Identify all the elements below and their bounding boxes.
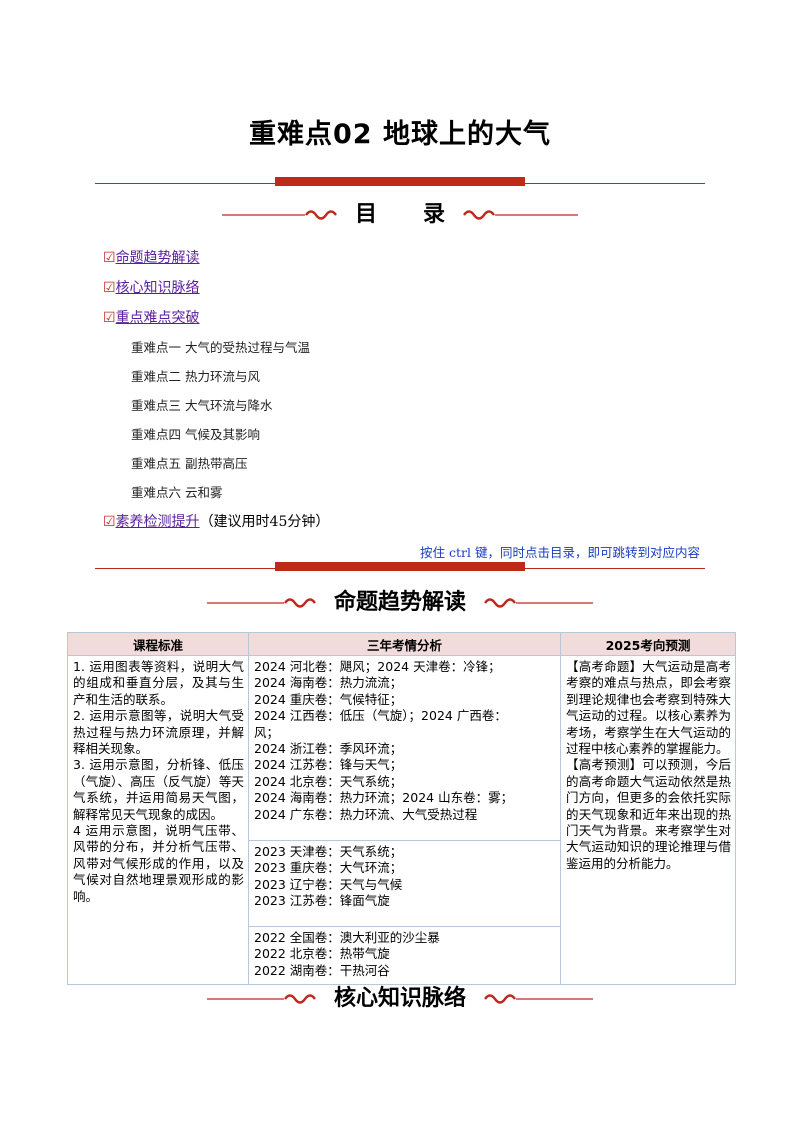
analysis-line: 2024 海南卷：热力环流；2024 山东卷：雾； <box>254 790 514 806</box>
standard-item: 4 运用示意图，说明气压带、风带的分布，并分析气压带、风带对气候形成的作用，以及… <box>73 823 244 904</box>
section-divider <box>95 562 705 574</box>
toc-heading: 目 录 <box>355 202 445 227</box>
analysis-line: 2022 北京卷：热带气旋 <box>254 946 390 962</box>
toc-item-practice[interactable]: ☑素养检测提升（建议用时45分钟） <box>103 512 329 532</box>
forecast-cell: 【高考命题】大气运动是高考考察的难点与热点，即会考察到理论规律也会考察到特殊大气… <box>560 655 736 985</box>
toc-item-trend[interactable]: ☑命题趋势解读 <box>103 248 200 268</box>
checkbox-icon: ☑ <box>103 514 116 530</box>
analysis-line: 2024 广东卷：热力环流、大气受热过程 <box>254 806 478 822</box>
navigation-hint: 按住 ctrl 键，同时点击目录，即可跳转到对应内容 <box>420 545 700 560</box>
toc-link-label[interactable]: 命题趋势解读 <box>115 250 200 266</box>
toc-link-label[interactable]: 重点难点突破 <box>115 310 200 326</box>
analysis-line: 2024 重庆卷：气候特征； <box>254 691 403 707</box>
analysis-line: 2024 海南卷：热力流流； <box>254 675 403 691</box>
standard-item: 1. 运用图表等资料，说明大气的组成和垂直分层，及其与生产和生活的联系。 <box>73 659 244 707</box>
toc-subitem[interactable]: 重难点六 云和雾 <box>131 485 223 500</box>
table-row: 1. 运用图表等资料，说明大气的组成和垂直分层，及其与生产和生活的联系。 2. … <box>67 655 736 985</box>
checkbox-icon: ☑ <box>103 310 116 326</box>
analysis-line: 2024 江西卷：低压（气旋）；2024 广西卷： <box>254 708 507 724</box>
ornament-divider-icon <box>222 210 578 220</box>
knowledge-heading-row: 核心知识脉络 <box>0 982 800 1016</box>
toc-subitem[interactable]: 重难点一 大气的受热过程与气温 <box>131 340 310 355</box>
title-divider <box>95 177 705 189</box>
trend-table: 课程标准 三年考情分析 2025考向预测 1. 运用图表等资料，说明大气的组成和… <box>67 632 736 985</box>
analysis-2022-block: 2022 全国卷：澳大利亚的沙尘暴 2022 北京卷：热带气旋 2022 湖南卷… <box>249 926 560 984</box>
analysis-line: 风； <box>254 724 280 740</box>
analysis-line: 2024 河北卷：飓风；2024 天津卷：冷锋； <box>254 659 501 674</box>
analysis-line: 2023 天津卷：天气系统； <box>254 844 403 859</box>
ornament-divider-icon <box>207 598 593 608</box>
analysis-2023-block: 2023 天津卷：天气系统； 2023 重庆卷：大气环流； 2023 辽宁卷：天… <box>249 840 560 926</box>
toc-subitem[interactable]: 重难点二 热力环流与风 <box>131 369 260 384</box>
toc-link-label[interactable]: 核心知识脉络 <box>115 280 200 296</box>
forecast-paragraph: 【高考命题】大气运动是高考考察的难点与热点，即会考察到理论规律也会考察到特殊大气… <box>566 659 731 757</box>
analysis-line: 2022 湖南卷：干热河谷 <box>254 962 390 978</box>
column-header: 三年考情分析 <box>248 632 561 656</box>
column-header: 2025考向预测 <box>560 632 736 656</box>
checkbox-icon: ☑ <box>103 250 116 266</box>
analysis-line: 2024 江苏卷：锋与天气； <box>254 757 403 773</box>
table-header-row: 课程标准 三年考情分析 2025考向预测 <box>67 632 736 656</box>
analysis-line: 2023 江苏卷：锋面气旋 <box>254 893 390 909</box>
toc-subitem[interactable]: 重难点三 大气环流与降水 <box>131 398 273 413</box>
time-note: （建议用时45分钟） <box>199 514 330 530</box>
analysis-cell: 2024 河北卷：飓风；2024 天津卷：冷锋； 2024 海南卷：热力流流； … <box>248 655 561 985</box>
trend-heading-row: 命题趋势解读 <box>0 586 800 620</box>
document-title: 重难点02 地球上的大气 <box>249 119 551 150</box>
analysis-line: 2023 辽宁卷：天气与气候 <box>254 876 403 892</box>
toc-item-knowledge[interactable]: ☑核心知识脉络 <box>103 278 200 298</box>
toc-subitem[interactable]: 重难点四 气候及其影响 <box>131 427 260 442</box>
analysis-2024-block: 2024 河北卷：飓风；2024 天津卷：冷锋； 2024 海南卷：热力流流； … <box>249 656 560 840</box>
analysis-line: 2022 全国卷：澳大利亚的沙尘暴 <box>254 930 440 945</box>
forecast-paragraph: 【高考预测】可以预测，今后的高考命题大气运动依然是热门方向，但更多的会依托实际的… <box>566 757 731 871</box>
standard-item: 3. 运用示意图，分析锋、低压（气旋）、高压（反气旋）等天气系统，并运用简易天气… <box>73 757 244 822</box>
analysis-line: 2024 浙江卷：季风环流； <box>254 741 403 757</box>
column-header: 课程标准 <box>67 632 249 656</box>
analysis-line: 2023 重庆卷：大气环流； <box>254 860 403 876</box>
trend-heading: 命题趋势解读 <box>333 590 466 615</box>
checkbox-icon: ☑ <box>103 280 116 296</box>
toc-item-difficulties[interactable]: ☑重点难点突破 <box>103 308 200 328</box>
analysis-line: 2024 北京卷：天气系统； <box>254 773 403 789</box>
standards-cell: 1. 运用图表等资料，说明大气的组成和垂直分层，及其与生产和生活的联系。 2. … <box>67 655 249 985</box>
toc-heading-row: 目 录 <box>0 198 800 232</box>
standard-item: 2. 运用示意图等，说明大气受热过程与热力环流原理，并解释相关现象。 <box>73 708 244 757</box>
knowledge-heading: 核心知识脉络 <box>333 986 466 1011</box>
ornament-divider-icon <box>207 994 593 1004</box>
toc-subitem[interactable]: 重难点五 副热带高压 <box>131 456 248 471</box>
toc-link-label[interactable]: 素养检测提升 <box>115 514 200 530</box>
